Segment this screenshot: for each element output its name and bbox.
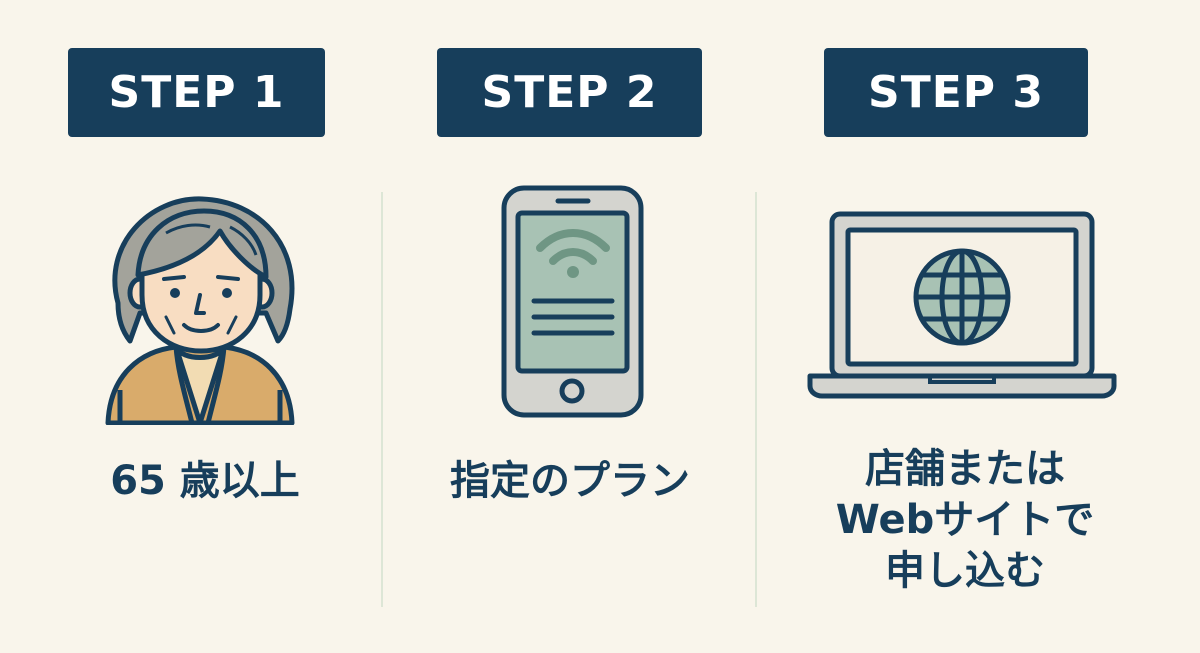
step-2-label: 指定のプラン bbox=[405, 456, 735, 507]
column-divider bbox=[381, 192, 383, 607]
column-divider bbox=[755, 192, 757, 607]
step-3-label-line-2: Webサイトで bbox=[835, 497, 1095, 543]
step-3-label-line-3: 申し込む bbox=[885, 548, 1045, 594]
step-3-badge: STEP 3 bbox=[824, 48, 1088, 137]
step-1-badge: STEP 1 bbox=[68, 48, 325, 137]
smartphone-icon bbox=[501, 185, 644, 418]
laptop-globe-icon bbox=[807, 211, 1117, 399]
step-1-label: 65 歳以上 bbox=[60, 456, 350, 507]
step-1-label-line: 65 歳以上 bbox=[110, 458, 300, 504]
step-3-label: 店舗または Webサイトで 申し込む bbox=[790, 444, 1140, 597]
step-2-label-line: 指定のプラン bbox=[450, 458, 690, 504]
step-2-badge: STEP 2 bbox=[437, 48, 702, 137]
elderly-person-icon bbox=[105, 196, 295, 425]
step-3-label-line-1: 店舗または bbox=[865, 446, 1065, 492]
